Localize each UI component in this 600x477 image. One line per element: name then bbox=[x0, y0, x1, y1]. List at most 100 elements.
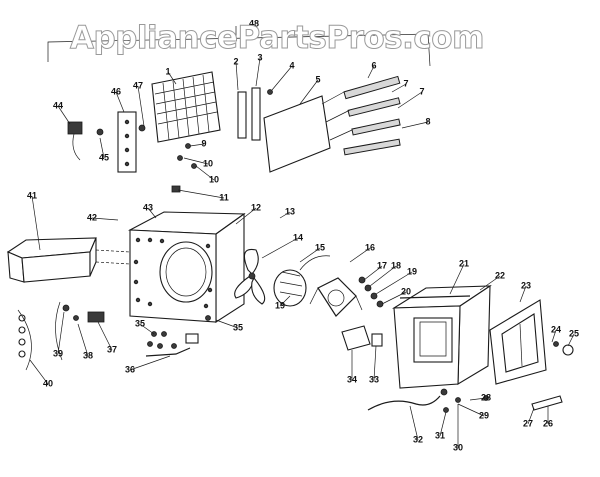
part-callout-19: 19 bbox=[407, 266, 417, 276]
part-callout-25: 25 bbox=[569, 328, 579, 338]
part-callout-42: 42 bbox=[87, 212, 97, 222]
part-callout-44: 44 bbox=[53, 100, 63, 110]
part-callout-8: 8 bbox=[425, 116, 430, 126]
leader-line bbox=[139, 323, 155, 335]
leader-line bbox=[479, 275, 501, 291]
part-callout-48: 48 bbox=[249, 18, 259, 28]
side-bracket bbox=[117, 111, 137, 173]
part-callout-38: 38 bbox=[83, 350, 93, 360]
leader-line bbox=[381, 291, 407, 305]
leader-line bbox=[183, 157, 209, 165]
leader-line bbox=[567, 333, 575, 347]
leader-line bbox=[147, 207, 157, 219]
leader-line bbox=[31, 195, 41, 251]
part-callout-30: 30 bbox=[453, 442, 463, 452]
leader-line bbox=[255, 57, 261, 87]
leader-line bbox=[367, 65, 375, 79]
power-cord bbox=[367, 395, 441, 411]
leader-line bbox=[57, 311, 65, 355]
part-callout-47: 47 bbox=[133, 80, 143, 90]
part-callout-2: 2 bbox=[233, 56, 238, 66]
leader-line bbox=[401, 121, 429, 129]
part-callout-23: 23 bbox=[521, 280, 531, 290]
leader-line bbox=[91, 217, 119, 221]
fan-blade bbox=[234, 248, 266, 305]
part-callout-1: 1 bbox=[165, 66, 170, 76]
leader-line bbox=[449, 263, 465, 295]
leader-line bbox=[235, 61, 239, 91]
cabinet-shell bbox=[391, 284, 492, 389]
part-callout-11: 11 bbox=[219, 192, 229, 202]
leader-line bbox=[137, 85, 145, 127]
part-callout-35: 35 bbox=[135, 318, 145, 328]
drain-tray bbox=[6, 237, 97, 283]
leader-line bbox=[57, 105, 71, 125]
leader-line bbox=[195, 165, 215, 181]
leader-line bbox=[77, 323, 89, 357]
part-callout-34: 34 bbox=[347, 374, 357, 384]
part-callout-3: 3 bbox=[257, 52, 262, 62]
control-box bbox=[341, 325, 371, 351]
part-callout-12: 12 bbox=[251, 202, 261, 212]
leader-line bbox=[279, 211, 291, 219]
part-callout-4: 4 bbox=[289, 60, 294, 70]
part-callout-21: 21 bbox=[459, 258, 469, 268]
part-callout-13: 13 bbox=[285, 206, 295, 216]
leader-line bbox=[167, 71, 177, 85]
tube-parts bbox=[343, 75, 401, 156]
leader-line bbox=[129, 355, 171, 371]
leader-line bbox=[29, 359, 49, 385]
part-callout-7: 7 bbox=[419, 86, 424, 96]
leader-line bbox=[177, 189, 225, 199]
part-callout-37: 37 bbox=[107, 344, 117, 354]
leader-line bbox=[439, 411, 447, 437]
leader-line bbox=[373, 345, 377, 381]
watermark-text: AppliancePartsPros.com bbox=[70, 20, 485, 57]
leader-line bbox=[409, 405, 419, 441]
fan-motor bbox=[273, 255, 331, 307]
trim-strip bbox=[531, 395, 563, 411]
main-housing bbox=[127, 211, 246, 324]
part-callout-45: 45 bbox=[99, 152, 109, 162]
part-callout-20: 20 bbox=[401, 286, 411, 296]
leader-line bbox=[115, 91, 125, 113]
part-callout-10: 10 bbox=[209, 174, 219, 184]
part-callout-31: 31 bbox=[435, 430, 445, 440]
part-callout-46: 46 bbox=[111, 86, 121, 96]
part-callout-10: 10 bbox=[203, 158, 213, 168]
part-callout-24: 24 bbox=[551, 324, 561, 334]
part-callout-35: 35 bbox=[233, 322, 243, 332]
leader-line bbox=[235, 207, 257, 225]
leader-line bbox=[397, 91, 423, 109]
leader-line bbox=[279, 295, 291, 307]
part-callout-33: 33 bbox=[369, 374, 379, 384]
leader-line bbox=[369, 265, 397, 287]
part-callout-39: 39 bbox=[53, 348, 63, 358]
leader-line bbox=[391, 83, 407, 93]
part-callout-43: 43 bbox=[143, 202, 153, 212]
leader-line bbox=[519, 285, 527, 303]
leader-line bbox=[99, 137, 105, 159]
capacitor-part bbox=[67, 121, 83, 135]
part-callout-18: 18 bbox=[391, 260, 401, 270]
switch-part bbox=[87, 311, 105, 323]
part-callout-15: 15 bbox=[315, 242, 325, 252]
side-rail-part bbox=[251, 87, 261, 141]
leader-line bbox=[457, 403, 485, 417]
part-callout-17: 17 bbox=[377, 260, 387, 270]
leader-line bbox=[97, 321, 113, 351]
part-callout-16: 16 bbox=[365, 242, 375, 252]
leader-line bbox=[299, 79, 319, 105]
leader-line bbox=[261, 237, 299, 259]
part-callout-5: 5 bbox=[315, 74, 320, 84]
cover-panel bbox=[263, 95, 331, 173]
part-callout-32: 32 bbox=[413, 434, 423, 444]
part-callout-14: 14 bbox=[293, 232, 303, 242]
part-callout-6: 6 bbox=[371, 60, 376, 70]
leader-line bbox=[215, 319, 239, 329]
leader-line bbox=[189, 143, 205, 147]
part-callout-40: 40 bbox=[43, 378, 53, 388]
